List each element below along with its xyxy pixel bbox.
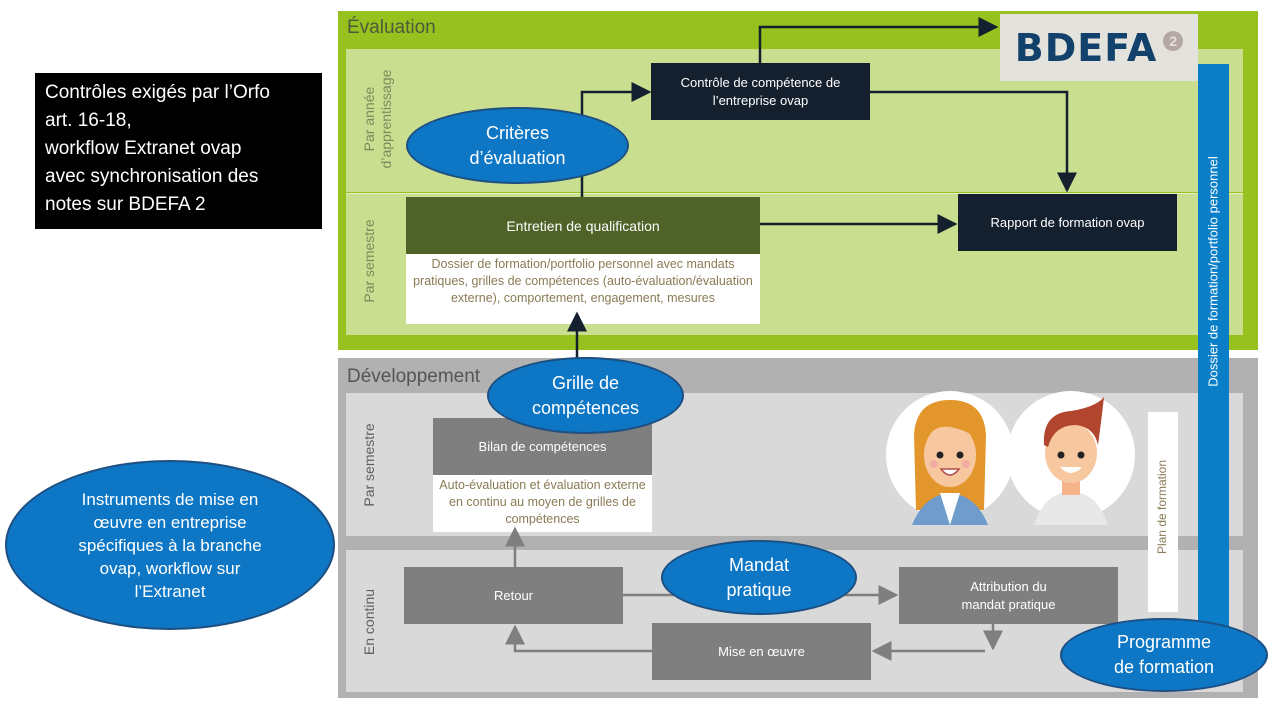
retour-box[interactable]: Retour bbox=[404, 567, 623, 624]
attribution-mandat-box[interactable]: Attribution du mandat pratique bbox=[899, 567, 1118, 624]
arrow-controle-to-bdefa bbox=[758, 17, 999, 63]
box-line: l’entreprise ovap bbox=[712, 92, 809, 108]
info-line: art. 16-18, bbox=[45, 110, 132, 131]
mandat-pratique-ellipse: Mandat pratique bbox=[661, 540, 857, 615]
box-label: Entretien de qualification bbox=[506, 217, 660, 234]
ellipse-line: Instruments de mise en bbox=[81, 489, 259, 509]
plan-formation-bar: Plan de formation bbox=[1148, 412, 1178, 612]
bdefa-logo: BDEFA 2 bbox=[1000, 14, 1198, 81]
instruments-ellipse: Instruments de mise en œuvre en entrepri… bbox=[5, 460, 335, 630]
bilan-text: Auto-évaluation et évaluation externe en… bbox=[439, 478, 646, 526]
info-line: workflow Extranet ovap bbox=[45, 138, 242, 159]
info-line: Contrôles exigés par l’Orfo bbox=[45, 82, 270, 103]
ellipse-line: compétences bbox=[531, 397, 640, 418]
bilan-description: Auto-évaluation et évaluation externe en… bbox=[433, 475, 652, 532]
development-title: Développement bbox=[347, 366, 481, 387]
controle-competence-box[interactable]: Contrôle de compétence de l’entreprise o… bbox=[651, 63, 870, 120]
arrow-mise-to-retour bbox=[505, 624, 652, 653]
arrow-controle-to-rapport bbox=[870, 90, 1077, 193]
info-line: notes sur BDEFA 2 bbox=[45, 194, 206, 215]
ellipse-line: Grille de bbox=[551, 372, 620, 393]
programme-formation-ellipse: Programme de formation bbox=[1060, 618, 1268, 692]
ellipse-line: Critères bbox=[485, 122, 549, 143]
ellipse-line: pratique bbox=[726, 579, 792, 600]
ellipse-line: ovap, workflow sur bbox=[99, 558, 241, 578]
woman-avatar-icon bbox=[912, 400, 988, 525]
box-line: Contrôle de compétence de bbox=[680, 74, 841, 90]
ellipse-line: de formation bbox=[1113, 657, 1215, 677]
info-line: avec synchronisation des bbox=[45, 166, 259, 187]
ellipse-line: d’évaluation bbox=[469, 147, 566, 168]
info-box: Contrôles exigés par l’Orfo art. 16-18, … bbox=[35, 73, 322, 229]
evaluation-title: Évaluation bbox=[347, 17, 436, 38]
box-label: Mise en œuvre bbox=[718, 643, 805, 659]
ellipse-line: Mandat bbox=[728, 554, 790, 575]
ellipse-line: Programme bbox=[1116, 632, 1212, 652]
entretien-qualification-box[interactable]: Entretien de qualification bbox=[406, 197, 760, 254]
box-line: mandat pratique bbox=[961, 596, 1056, 612]
people-illustration bbox=[886, 391, 1135, 525]
box-line: Attribution du bbox=[970, 578, 1047, 594]
box-label: Retour bbox=[493, 587, 534, 603]
grille-competences-ellipse: Grille de compétences bbox=[487, 357, 684, 434]
box-label: Bilan de compétences bbox=[478, 438, 607, 454]
ellipse-line: l’Extranet bbox=[134, 581, 206, 601]
mise-en-oeuvre-box[interactable]: Mise en œuvre bbox=[652, 623, 871, 680]
ellipse-line: œuvre en entreprise bbox=[93, 512, 247, 532]
ellipse-line: spécifiques à la branche bbox=[78, 535, 262, 555]
dossier-formation-bar: Dossier de formation/portfolio personnel bbox=[1198, 64, 1229, 644]
bdefa-text: BDEFA bbox=[1014, 25, 1158, 70]
dossier-text: Dossier de formation/portfolio personnel… bbox=[413, 257, 753, 305]
box-label: Rapport de formation ovap bbox=[990, 214, 1145, 230]
bdefa-badge: 2 bbox=[1163, 30, 1184, 51]
man-avatar-icon bbox=[1034, 397, 1108, 525]
dossier-description: Dossier de formation/portfolio personnel… bbox=[406, 254, 760, 324]
criteres-evaluation-ellipse: Critères d’évaluation bbox=[406, 107, 629, 184]
rapport-formation-box[interactable]: Rapport de formation ovap bbox=[958, 194, 1177, 251]
